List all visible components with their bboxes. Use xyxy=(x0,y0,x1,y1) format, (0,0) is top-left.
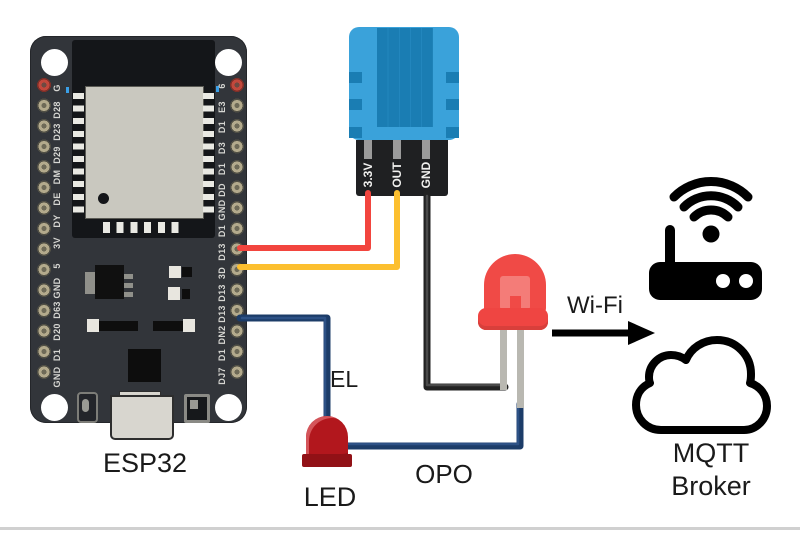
label-mqtt-broker: MQTT Broker xyxy=(645,437,777,503)
resistor xyxy=(87,319,99,332)
esp32-pin-label: DJ7 xyxy=(217,367,227,385)
dht11-vent-notch xyxy=(446,127,459,138)
label-esp32: ESP32 xyxy=(102,448,188,478)
en-button-cap xyxy=(190,400,198,409)
regulator-pad xyxy=(124,283,133,288)
dht11-pin-label: GND xyxy=(419,161,433,189)
dht11-vent-notch xyxy=(349,99,362,110)
pin-1-left xyxy=(36,77,52,93)
regulator-pad xyxy=(124,274,133,279)
voltage-regulator-tab xyxy=(85,272,95,294)
resistor xyxy=(99,321,138,331)
mount-hole xyxy=(215,49,242,76)
led-left-leg xyxy=(500,316,507,390)
module-pads-left xyxy=(73,93,84,219)
cloud-icon xyxy=(632,336,771,434)
dht11-vent-notch xyxy=(349,127,362,138)
dht11-vent-notch xyxy=(446,72,459,83)
dht11-vent-notch xyxy=(349,72,362,83)
capacitor xyxy=(182,267,192,277)
mount-hole xyxy=(41,394,68,421)
dht11-pin xyxy=(364,140,372,159)
wire-blue-opo-core xyxy=(347,404,520,446)
mount-hole xyxy=(215,394,242,421)
esp32-pin-label: GND xyxy=(52,366,62,388)
pin-header-left xyxy=(36,75,52,383)
shield-dot xyxy=(98,193,109,204)
label-opo: OPO xyxy=(415,459,473,489)
module-pads-right xyxy=(203,93,214,219)
usb-connector xyxy=(110,395,174,440)
led-flange xyxy=(478,308,548,330)
module-pads-bottom xyxy=(103,222,185,233)
small-led-flange xyxy=(302,454,352,467)
pin-1-right xyxy=(229,77,245,93)
bottom-divider-line xyxy=(0,527,800,530)
dht11-vent-grid xyxy=(377,28,433,127)
dht11-vent-notch xyxy=(446,99,459,110)
wire-blue-el xyxy=(236,314,331,426)
boot-button-cap xyxy=(82,399,89,412)
label-el: EL xyxy=(330,366,359,392)
led-right-leg xyxy=(517,316,524,408)
dht11-pin xyxy=(422,140,430,159)
dht11-pin xyxy=(393,140,401,159)
capacitor xyxy=(168,287,180,300)
wire-blue-opo xyxy=(343,400,524,450)
capacitor xyxy=(169,266,181,278)
label-wifi: Wi-Fi xyxy=(567,292,623,319)
label-led: LED xyxy=(303,482,357,512)
wire-red xyxy=(237,190,371,251)
resistor xyxy=(153,321,183,331)
capacitor xyxy=(182,289,190,299)
led-highlight-notch xyxy=(510,296,521,310)
label-mqtt-line2: Broker xyxy=(671,471,751,501)
small-led xyxy=(306,416,348,460)
regulator-pad xyxy=(124,292,133,297)
wire-yellow xyxy=(237,190,400,270)
voltage-regulator xyxy=(95,265,124,299)
usb-uart-chip xyxy=(128,349,161,382)
board-led-indicator xyxy=(66,87,69,93)
resistor xyxy=(183,319,195,332)
board-led-indicator xyxy=(216,86,219,92)
wifi-router-icon xyxy=(649,177,762,300)
label-mqtt-line1: MQTT xyxy=(672,438,750,468)
wifi-arrow xyxy=(552,321,655,345)
mount-hole xyxy=(41,49,68,76)
wire-blue-el-core xyxy=(240,316,327,422)
